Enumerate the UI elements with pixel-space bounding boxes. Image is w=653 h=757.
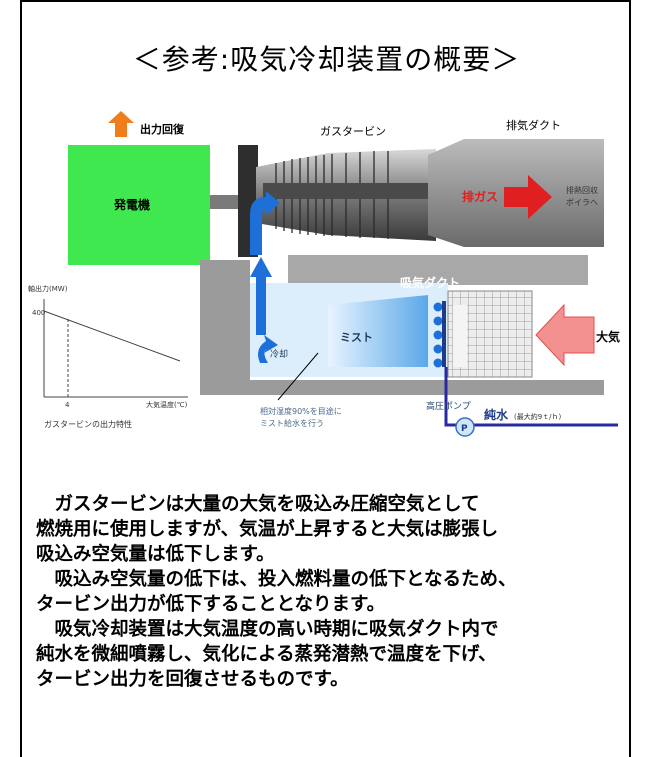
intake-cooling-diagram: 出力回復 発電機 ガスタービン 排気ダクト 排ガス 排熱回収 ボイラへ 冷	[28, 111, 620, 437]
output-characteristic-graph: 軸出力(MW) 400 4 大気温度(℃) ガスタービンの出力特性	[28, 284, 188, 429]
pump-symbol: P	[461, 424, 468, 434]
output-recovery-label: 出力回復	[140, 122, 185, 136]
support-structure	[200, 260, 604, 395]
generator-block	[68, 145, 210, 265]
gas-turbine	[238, 145, 436, 257]
page-title: ＜参考:吸気冷却装置の概要＞	[132, 43, 521, 76]
mist-region	[328, 295, 428, 367]
gas-turbine-label: ガスタービン	[320, 125, 386, 138]
description-line: 吸込み空気量は低下します。	[36, 544, 275, 565]
description-line: 吸込み空気量の低下は、投入燃料量の低下となるため、	[36, 569, 517, 590]
pure-water-note: (最大約9ｔ/ｈ)	[514, 412, 562, 421]
description-line: 燃焼用に使用しますが、気温が上昇すると大気は膨張し	[36, 519, 499, 540]
shaft	[210, 195, 242, 209]
graph-y-tick: 400	[32, 309, 45, 317]
heat-recovery-label-1: 排熱回収	[566, 185, 598, 195]
mist-note-line-2: ミスト給水を行う	[260, 418, 324, 428]
intake-duct-label: 吸気ダクト	[400, 275, 460, 290]
graph-y-label: 軸出力(MW)	[28, 284, 68, 293]
atmosphere-label: 大気	[596, 329, 620, 344]
graph-x-label: 大気温度(℃)	[146, 400, 188, 409]
mist-note-pointer	[277, 352, 319, 401]
cooling-label: 冷却	[270, 348, 288, 360]
graph-x-tick: 4	[65, 401, 70, 409]
slide-frame	[20, 0, 631, 757]
graph-caption: ガスタービンの出力特性	[44, 419, 132, 429]
spray-nozzles	[433, 301, 446, 368]
exhaust-duct-label: 排気ダクト	[506, 118, 561, 132]
pure-water-label: 純水	[484, 407, 509, 422]
filter-panel	[453, 305, 467, 367]
cooling-arrow	[258, 335, 278, 363]
intake-duct-top	[288, 255, 588, 285]
mist-label: ミスト	[340, 331, 373, 344]
mist-note-line-1: 相対湿度90%を目途に	[260, 406, 342, 416]
description-line: 吸気冷却装置は大気温度の高い時期に吸気ダクト内で	[36, 619, 499, 640]
graph-output-line	[43, 310, 181, 362]
description: ガスタービンは大量の大気を吸込み圧縮空気として 燃焼用に使用しますが、気温が上昇…	[36, 492, 636, 692]
pump-icon	[455, 417, 475, 437]
generator-label: 発電機	[113, 197, 150, 212]
pure-water-pipe	[444, 367, 618, 427]
description-line: ガスタービンは大量の大気を吸込み圧縮空気として	[36, 494, 480, 515]
description-line: タービン出力が低下することとなります。	[36, 594, 386, 615]
airflow-up-arrows	[250, 191, 280, 335]
description-line: 純水を微細噴霧し、気化による蒸発潜熱で温度を下げ、	[36, 644, 497, 665]
hp-pump-label: 高圧ポンプ	[426, 400, 471, 412]
heat-recovery-label-2: ボイラへ	[566, 198, 598, 207]
output-recovery-arrow	[108, 111, 134, 137]
exhaust-gas-arrow	[504, 175, 552, 219]
atmosphere-arrow	[535, 303, 595, 367]
description-line: タービン出力を回復させるものです。	[36, 669, 349, 690]
exhaust-gas-label: 排ガス	[462, 189, 498, 204]
